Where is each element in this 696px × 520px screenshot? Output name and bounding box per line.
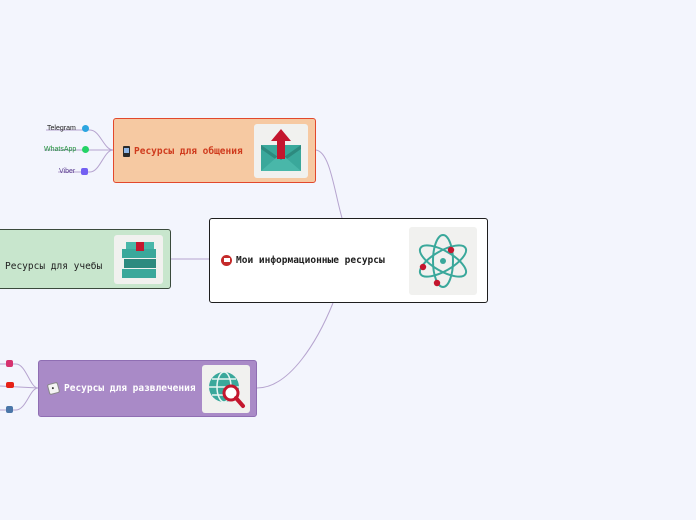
vk-icon[interactable] — [6, 406, 13, 413]
branch-entertainment-label: Ресурсы для развлечения — [64, 383, 196, 394]
connector-central-entertainment — [256, 302, 334, 389]
whatsapp-icon — [82, 146, 90, 153]
flag-icon — [221, 255, 232, 266]
instagram-icon[interactable] — [6, 360, 13, 367]
connector-telegram — [46, 129, 114, 151]
youtube-icon[interactable] — [6, 382, 14, 388]
atom-icon — [409, 227, 477, 295]
branch-communication-label: Ресурсы для общения — [134, 146, 243, 157]
branch-entertainment[interactable]: Ресурсы для развлечения — [38, 360, 257, 417]
connector-vk — [0, 387, 39, 411]
mail-upload-icon — [254, 124, 308, 178]
connector-viber — [58, 149, 114, 173]
telegram-icon — [81, 125, 89, 132]
books-icon — [114, 235, 163, 284]
branch-study-label: Ресурсы для учебы — [5, 261, 103, 272]
central-topic[interactable]: Мои информационные ресурсы — [209, 218, 488, 303]
dice-icon — [46, 381, 61, 396]
central-topic-label: Мои информационные ресурсы — [236, 255, 385, 266]
viber-icon — [81, 168, 89, 175]
connector-instagram — [0, 363, 39, 389]
leaf-whatsapp-label: WhatsApp — [44, 146, 77, 153]
leaf-whatsapp[interactable]: WhatsApp — [44, 146, 90, 153]
globe-search-icon — [202, 365, 250, 413]
phone-icon — [123, 146, 130, 157]
leaf-viber-label: Viber — [59, 168, 76, 175]
branch-study[interactable]: Ресурсы для учебы — [0, 229, 171, 289]
branch-communication[interactable]: Ресурсы для общения — [113, 118, 316, 183]
leaf-viber[interactable]: Viber — [59, 168, 89, 175]
leaf-telegram[interactable]: Telegram — [47, 125, 89, 132]
leaf-telegram-label: Telegram — [47, 125, 76, 132]
connector-central-communication — [315, 149, 343, 219]
